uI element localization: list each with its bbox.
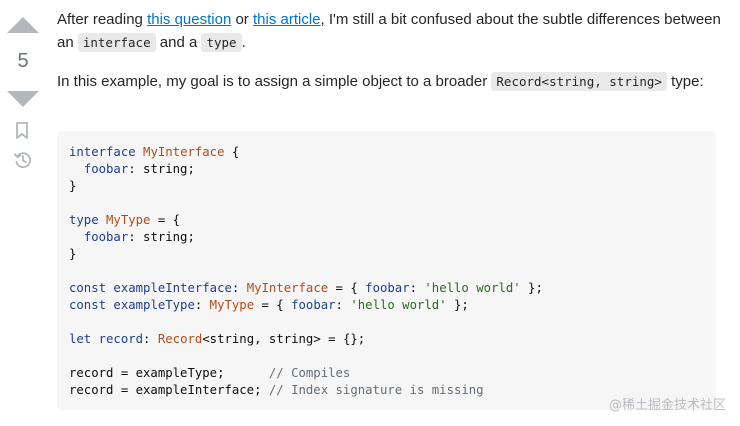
code-line: record = exampleInterface; // Index sign…: [69, 382, 704, 399]
code-line: const exampleInterface: MyInterface = { …: [69, 280, 704, 297]
vote-count: 5: [17, 50, 29, 72]
code-token: [69, 230, 84, 244]
code-token: }: [69, 247, 77, 261]
code-token: let: [69, 332, 99, 346]
history-icon[interactable]: [13, 150, 33, 170]
code-token: :: [409, 281, 425, 295]
code-token: Record: [157, 332, 203, 346]
code-line: [69, 195, 704, 212]
code-line: const exampleType: MyType = { foobar: 'h…: [69, 297, 704, 314]
code-token: MyInterface: [246, 281, 329, 295]
watermark-text: @稀土掘金技术社区: [608, 398, 726, 413]
code-line: }: [69, 246, 704, 263]
code-token: // Index signature is missing: [268, 383, 484, 397]
code-token: <string, string> = {};: [202, 332, 366, 346]
code-line: foobar: string;: [69, 161, 704, 178]
code-token: };: [520, 281, 543, 295]
code-token: interface: [69, 145, 144, 159]
code-token: : string;: [128, 162, 195, 176]
intro-paragraph: After reading this question or this arti…: [57, 8, 722, 54]
code-token: record: [98, 332, 144, 346]
code-token: exampleType: [113, 298, 195, 312]
upvote-button[interactable]: [7, 17, 39, 33]
code-token: = {: [150, 213, 181, 227]
text-segment: .: [241, 34, 246, 51]
text-segment: In this example, my goal is to assign a …: [57, 73, 492, 90]
vote-column: 5: [0, 0, 46, 426]
code-token: const: [69, 298, 114, 312]
link-this-question[interactable]: this question: [147, 11, 232, 28]
code-token: }: [69, 179, 77, 193]
code-token: :: [335, 298, 351, 312]
code-token: = {: [328, 281, 366, 295]
code-token: foobar: [365, 281, 410, 295]
text-segment: , I'm still a bit confused about the sub…: [57, 11, 721, 51]
goal-paragraph: In this example, my goal is to assign a …: [57, 70, 722, 93]
code-token: [69, 162, 84, 176]
code-token: 'hello world': [424, 281, 521, 295]
code-line: }: [69, 178, 704, 195]
code-token: record = exampleType;: [69, 366, 269, 380]
code-token: foobar: [83, 230, 129, 244]
code-token: MyInterface: [143, 145, 225, 159]
code-token: foobar: [83, 162, 129, 176]
downvote-button[interactable]: [7, 91, 39, 107]
code-token: 'hello world': [350, 298, 447, 312]
bookmark-icon[interactable]: [16, 122, 28, 140]
code-token: // Compiles: [268, 366, 351, 380]
code-token: :: [194, 298, 210, 312]
inline-code-record: Record<string, string>: [491, 72, 667, 91]
code-token: = {: [254, 298, 292, 312]
code-token: MyType: [106, 213, 151, 227]
code-token: record = exampleInterface;: [69, 383, 269, 397]
code-token: : string;: [128, 230, 195, 244]
text-segment: After reading: [57, 11, 148, 28]
code-line: [69, 348, 704, 365]
code-line: foobar: string;: [69, 229, 704, 246]
code-line: [69, 263, 704, 280]
code-token: MyType: [209, 298, 255, 312]
code-line: interface MyInterface {: [69, 144, 704, 161]
inline-code-type: type: [201, 33, 242, 52]
code-token: exampleInterface: [113, 281, 232, 295]
link-this-article[interactable]: this article: [252, 11, 321, 28]
code-token: };: [446, 298, 469, 312]
text-segment: and a: [155, 34, 202, 51]
code-line: record = exampleType; // Compiles: [69, 365, 704, 382]
code-block: interface MyInterface { foobar: string;}…: [57, 131, 716, 410]
code-token: :: [231, 281, 247, 295]
code-token: :: [143, 332, 158, 346]
text-segment: type:: [666, 73, 704, 90]
code-token: type: [69, 213, 107, 227]
code-token: {: [224, 145, 240, 159]
code-line: let record: Record<string, string> = {};: [69, 331, 704, 348]
text-segment: or: [231, 11, 253, 28]
code-token: const: [69, 281, 114, 295]
code-line: type MyType = {: [69, 212, 704, 229]
code-token: foobar: [291, 298, 336, 312]
inline-code-interface: interface: [77, 33, 156, 52]
code-line: [69, 314, 704, 331]
